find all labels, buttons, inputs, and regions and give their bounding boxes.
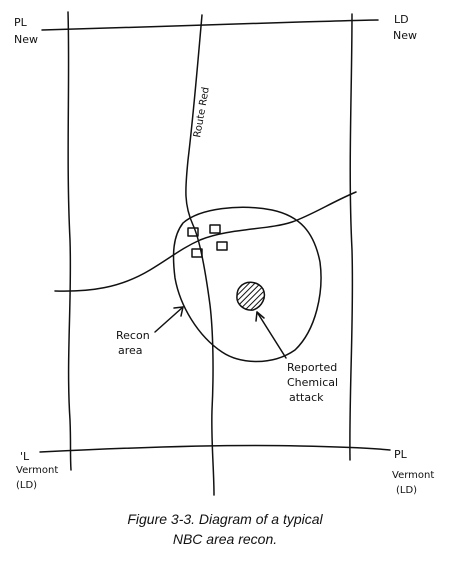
right-boundary-line (349, 13, 354, 461)
ld-new-label-bottom: New (393, 29, 417, 42)
reported-label-2: Chemical (287, 376, 338, 389)
pl-vermont-right-label-3: (LD) (396, 485, 417, 496)
reported-attack-arrowhead (255, 311, 265, 322)
pl-vermont-left-label-3: (LD) (16, 480, 37, 491)
phase-line-new (41, 19, 379, 31)
building-3 (216, 241, 228, 251)
phase-line-vermont (39, 444, 391, 453)
ld-new-label-top: LD (394, 13, 409, 26)
pl-new-label-top: PL (14, 16, 28, 29)
figure-caption-line-1: Figure 3-3. Diagram of a typical (127, 511, 323, 527)
left-boundary-line (67, 11, 72, 471)
building-1 (187, 227, 199, 237)
pl-vermont-right-label-1: PL (394, 448, 408, 461)
cross-road (54, 191, 357, 292)
building-4 (191, 248, 203, 258)
recon-area-outline (172, 206, 322, 363)
reported-label-1: Reported (287, 361, 337, 374)
pl-vermont-left-label-1: 'L (20, 450, 30, 463)
reported-attack-arrow (256, 311, 287, 359)
pl-vermont-right-label-2: Vermont (392, 470, 434, 481)
pl-vermont-left-label-2: Vermont (16, 465, 58, 476)
building-2 (209, 224, 221, 234)
recon-area-label-top: Recon (116, 329, 150, 342)
chemical-attack-site (236, 281, 266, 311)
recon-area-arrowhead (173, 306, 184, 317)
figure-caption-line-2: NBC area recon. (172, 531, 278, 547)
recon-area-arrow (154, 306, 184, 333)
reported-label-3: attack (289, 391, 324, 404)
recon-area-label-bottom: area (118, 344, 143, 357)
pl-new-label-bottom: New (14, 33, 38, 46)
